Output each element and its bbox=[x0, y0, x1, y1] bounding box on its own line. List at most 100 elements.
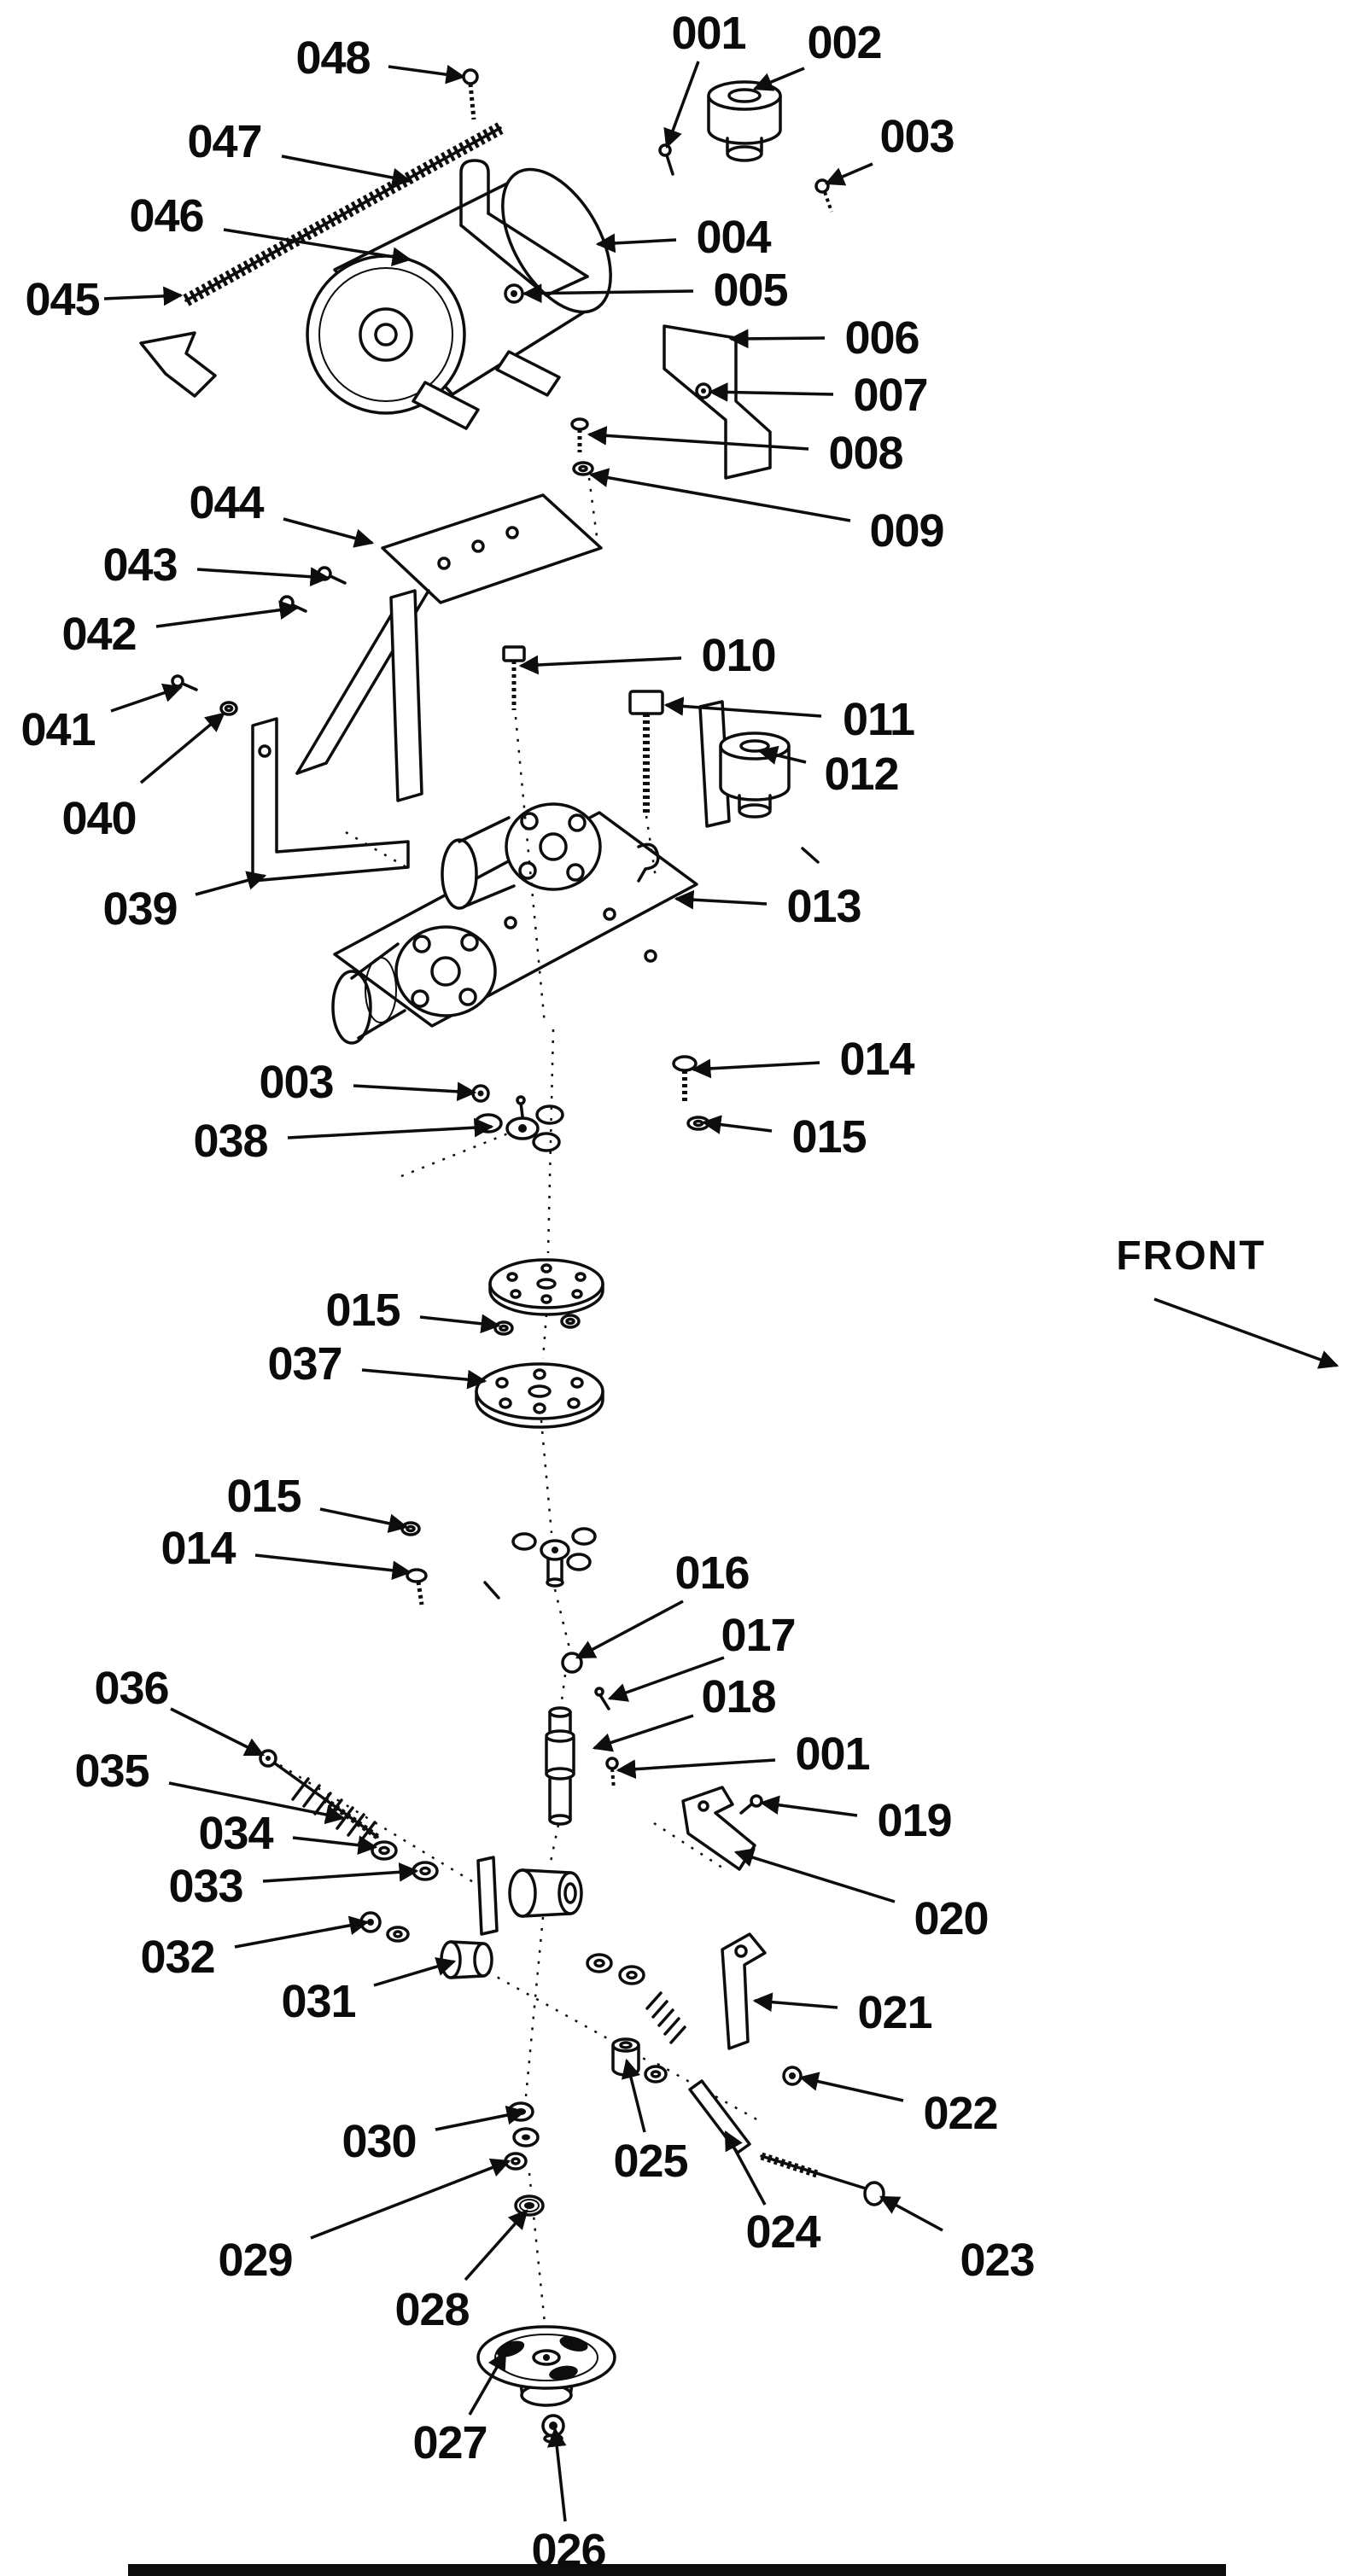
leader-034 bbox=[292, 1835, 378, 1855]
callout-019: 019 bbox=[877, 1795, 952, 1846]
leader-010 bbox=[518, 655, 682, 675]
callout-048: 048 bbox=[295, 32, 371, 84]
callout-028: 028 bbox=[394, 2284, 470, 2335]
callout-011: 011 bbox=[842, 694, 915, 745]
leader-015-lower bbox=[319, 1507, 409, 1533]
motor-part bbox=[306, 159, 612, 430]
nut-032-part bbox=[359, 1911, 410, 1943]
callout-015-lower: 015 bbox=[226, 1471, 301, 1522]
leader-026 bbox=[546, 2427, 567, 2522]
callout-045: 045 bbox=[25, 274, 100, 325]
callout-005: 005 bbox=[713, 265, 788, 316]
leader-005 bbox=[522, 283, 694, 304]
leader-022 bbox=[798, 2072, 904, 2102]
callout-026: 026 bbox=[531, 2525, 606, 2576]
callout-027: 027 bbox=[412, 2417, 487, 2468]
bolt-011-part bbox=[628, 690, 664, 813]
callout-006: 006 bbox=[844, 312, 919, 364]
callout-046: 046 bbox=[129, 190, 204, 242]
leader-036 bbox=[170, 1707, 266, 1757]
callout-018: 018 bbox=[701, 1671, 776, 1722]
callout-014-lower: 014 bbox=[161, 1523, 236, 1574]
callout-008: 008 bbox=[828, 428, 903, 479]
leader-012 bbox=[757, 745, 807, 765]
washer-near-024-part bbox=[644, 2065, 668, 2084]
pulley-002-part bbox=[707, 80, 782, 162]
callout-003-mid: 003 bbox=[259, 1057, 334, 1108]
callout-025: 025 bbox=[613, 2136, 688, 2187]
washer-034-part bbox=[371, 1840, 398, 1861]
screw-019-part bbox=[739, 1794, 763, 1815]
leader-048 bbox=[388, 64, 466, 85]
washers-030-part bbox=[507, 2101, 540, 2148]
screw-014-lower-part bbox=[406, 1568, 500, 1606]
callout-022: 022 bbox=[923, 2088, 998, 2139]
callout-021: 021 bbox=[857, 1987, 932, 2038]
leader-024 bbox=[724, 2130, 767, 2206]
leader-009 bbox=[588, 468, 851, 522]
screw-043-part bbox=[317, 566, 347, 585]
leader-011 bbox=[663, 696, 822, 718]
callout-004: 004 bbox=[696, 212, 771, 263]
leader-025 bbox=[621, 2058, 646, 2133]
hub-part bbox=[476, 1856, 583, 1936]
leader-023 bbox=[879, 2195, 943, 2232]
callout-040: 040 bbox=[61, 793, 137, 844]
leader-037 bbox=[361, 1368, 487, 1390]
washer-009-part bbox=[572, 461, 594, 476]
leader-046 bbox=[223, 228, 412, 266]
cylinder-031-part bbox=[440, 1940, 493, 1979]
leader-001-top bbox=[663, 61, 700, 149]
callout-047: 047 bbox=[187, 116, 262, 167]
washer-pair-part bbox=[586, 1953, 645, 1985]
washer-040-part bbox=[219, 701, 238, 716]
callout-009: 009 bbox=[869, 505, 944, 557]
callout-041: 041 bbox=[20, 704, 96, 755]
leader-040 bbox=[139, 712, 225, 784]
leader-021 bbox=[752, 1992, 838, 2013]
leader-013 bbox=[674, 889, 768, 910]
callout-032: 032 bbox=[140, 1932, 215, 1983]
leader-030 bbox=[435, 2105, 527, 2131]
leader-033 bbox=[262, 1862, 419, 1883]
callout-020: 020 bbox=[914, 1893, 989, 1944]
callout-002: 002 bbox=[807, 17, 882, 68]
screw-048-part bbox=[462, 68, 479, 120]
leader-020 bbox=[733, 1848, 896, 1903]
callout-039: 039 bbox=[102, 883, 178, 935]
callout-035: 035 bbox=[74, 1746, 149, 1797]
callout-044: 044 bbox=[189, 477, 264, 528]
leader-031 bbox=[373, 1956, 457, 1987]
spider-coupling-038-part bbox=[474, 1095, 564, 1152]
screw-001-top-part bbox=[658, 143, 674, 176]
callout-015-mid: 015 bbox=[791, 1111, 867, 1163]
shaft-018-part bbox=[545, 1706, 575, 1826]
bracket-020-part bbox=[681, 1786, 756, 1871]
screw-001-lower-part bbox=[605, 1757, 619, 1790]
bracket-021-part bbox=[721, 1932, 767, 2050]
arrow-bracket-part bbox=[139, 331, 217, 398]
callout-003-top: 003 bbox=[879, 111, 954, 162]
pin-017-part bbox=[594, 1687, 610, 1711]
callout-042: 042 bbox=[61, 609, 137, 660]
leader-007 bbox=[708, 382, 834, 402]
pump-lower-part bbox=[331, 925, 497, 1045]
screw-036-part bbox=[259, 1749, 380, 1839]
leader-032 bbox=[234, 1915, 370, 1949]
callout-015-upper: 015 bbox=[325, 1285, 400, 1336]
callout-038: 038 bbox=[193, 1116, 268, 1167]
screw-003-top-part bbox=[814, 178, 833, 213]
leader-029 bbox=[310, 2158, 511, 2240]
leader-015-mid bbox=[701, 1115, 773, 1134]
callout-010: 010 bbox=[701, 630, 776, 681]
sheave-027-part bbox=[476, 2325, 616, 2407]
callout-017: 017 bbox=[721, 1610, 796, 1661]
leader-039 bbox=[195, 871, 267, 896]
callout-030: 030 bbox=[342, 2116, 417, 2167]
leader-017 bbox=[607, 1656, 725, 1702]
leader-047 bbox=[281, 154, 412, 188]
plate-044-part bbox=[295, 493, 603, 802]
front-label: FRONT bbox=[1116, 1233, 1266, 1279]
leader-043 bbox=[196, 567, 330, 587]
